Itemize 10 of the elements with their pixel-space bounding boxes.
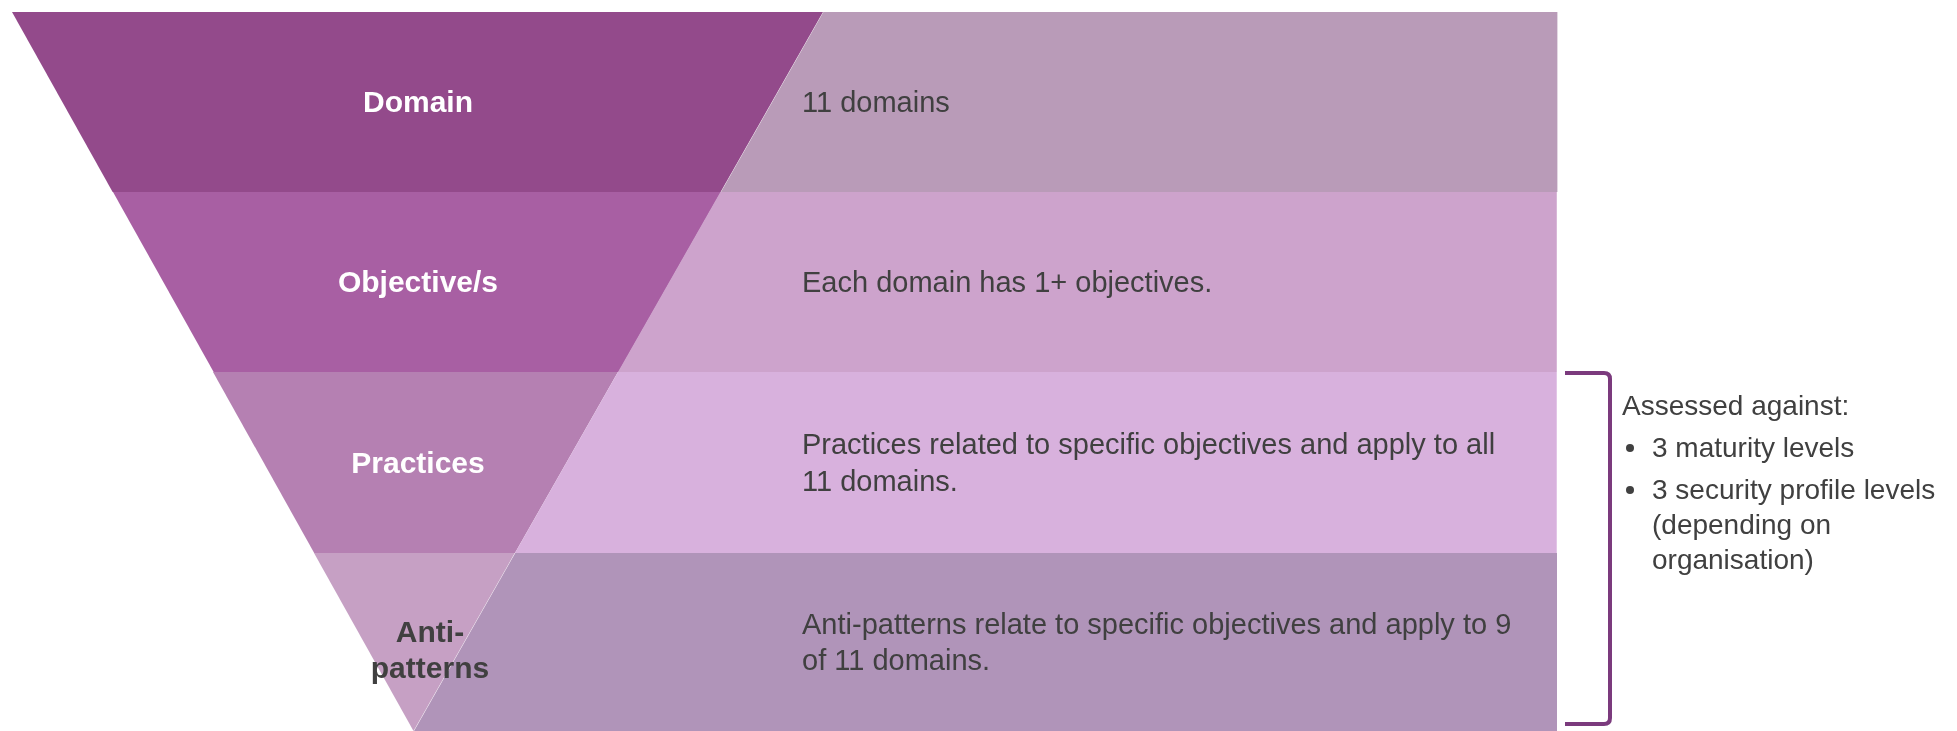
bullet-item: 3 security profile levels (depending on organisation) (1652, 473, 1937, 577)
bracket-heading: Assessed against: (1622, 389, 1851, 423)
level-description: Practices related to specific objectives and apply to all 11 domains. (802, 427, 1497, 499)
bullet-item: 3 maturity levels (1652, 431, 1856, 465)
level-title: Domain (362, 84, 474, 120)
level-description: 11 domains (802, 84, 951, 120)
level-description: Anti-patterns relate to specific objectives and apply to 9 of 11 domains. (802, 606, 1513, 678)
level-title: Objective/s (336, 264, 499, 300)
level-description: Each domain has 1+ objectives. (802, 264, 1214, 300)
level-title: Practices (350, 444, 486, 481)
